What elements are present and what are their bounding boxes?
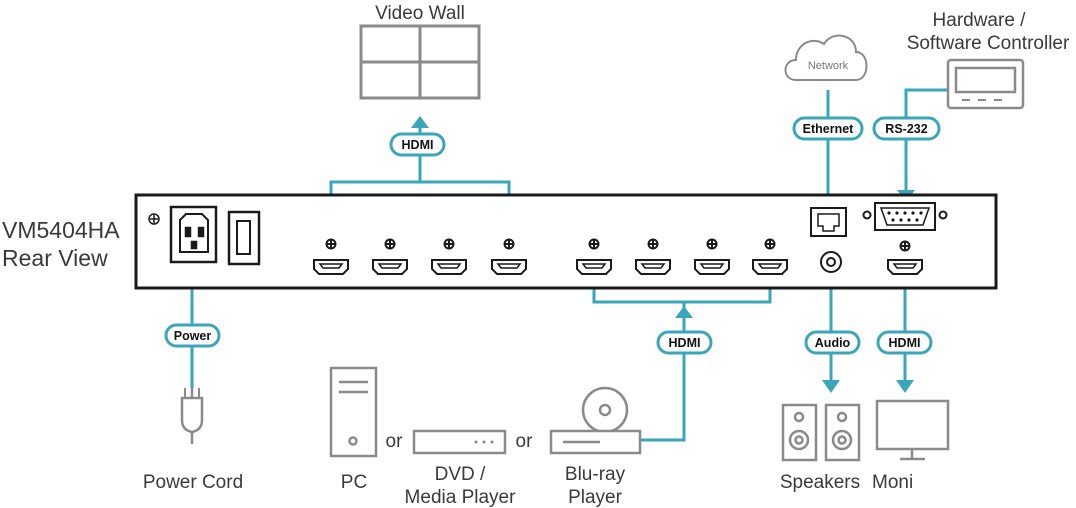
pill-rs232: RS-232 [872,116,941,141]
pill-rs232-label: RS-232 [885,122,927,136]
monitor-icon [875,399,950,461]
pill-power-label: Power [174,329,212,343]
pill-hdmi-in-label: HDMI [669,336,701,350]
bluray-player-icon [549,386,642,455]
hdmi-out-port-2 [372,238,408,275]
power-plug-icon [180,388,204,444]
hdmi-in-port-3 [694,238,730,275]
pill-hdmi-out: HDMI [389,132,446,157]
controller-device-icon [946,58,1025,110]
ethernet-port-icon [810,207,847,237]
network-label: Network [808,60,849,72]
device-model: VM5404HA [2,217,120,243]
video-wall-icon [359,24,481,100]
pill-audio-label: Audio [815,336,851,350]
dvd-label-line2: Media Player [405,487,517,508]
dvd-label-line1: DVD / [435,464,486,485]
controller-label-line1: Hardware / [933,10,1027,31]
hdmi-out-port-1 [313,238,349,275]
or-label-2: or [516,431,534,452]
speakers-icon [781,403,861,462]
pill-ethernet: Ethernet [792,116,864,141]
audio-jack-icon [820,251,842,273]
hdmi-in-port-1 [576,238,612,275]
pill-hdmi-monitor-label: HDMI [889,336,921,350]
device-rear-panel [134,193,998,290]
device-view: Rear View [2,245,108,271]
pill-ethernet-label: Ethernet [803,122,855,136]
bluray-label-line2: Player [568,487,623,508]
hdmi-out-port-3 [431,238,467,275]
video-wall-label: Video Wall [375,3,465,24]
pc-tower-icon [329,366,378,458]
arrow-up-hdmi-in [675,306,693,318]
monitor-label: Moni [872,472,913,493]
network-cloud-icon: Network [784,34,868,81]
pc-label: PC [341,472,367,493]
power-cord-label: Power Cord [143,472,243,493]
hdmi-output-ports [313,238,527,275]
pill-audio: Audio [804,330,861,355]
pill-hdmi-in: HDMI [656,330,713,355]
power-switch [227,210,261,266]
hdmi-in-port-2 [635,238,671,275]
hdmi-in-port-4 [752,238,788,275]
hdmi-input-ports [576,238,788,275]
controller-label-line2: Software Controller [907,33,1070,54]
ground-screw-icon [148,213,160,225]
dvd-player-icon [412,429,507,455]
hdmi-out-port-4 [491,238,527,275]
arrow-down-audio [822,380,840,393]
arrow-down-monitor [896,380,914,393]
bluray-label-line1: Blu-ray [565,464,626,485]
speakers-label: Speakers [780,472,860,493]
pill-hdmi-out-label: HDMI [402,138,434,152]
power-inlet-icon [169,205,218,264]
arrow-up-video-wall [411,116,429,128]
rs232-port-icon [862,202,948,231]
or-label-1: or [386,431,404,452]
hdmi-monitor-port [887,240,923,275]
pill-power: Power [164,323,221,348]
pill-hdmi-monitor: HDMI [876,330,933,355]
